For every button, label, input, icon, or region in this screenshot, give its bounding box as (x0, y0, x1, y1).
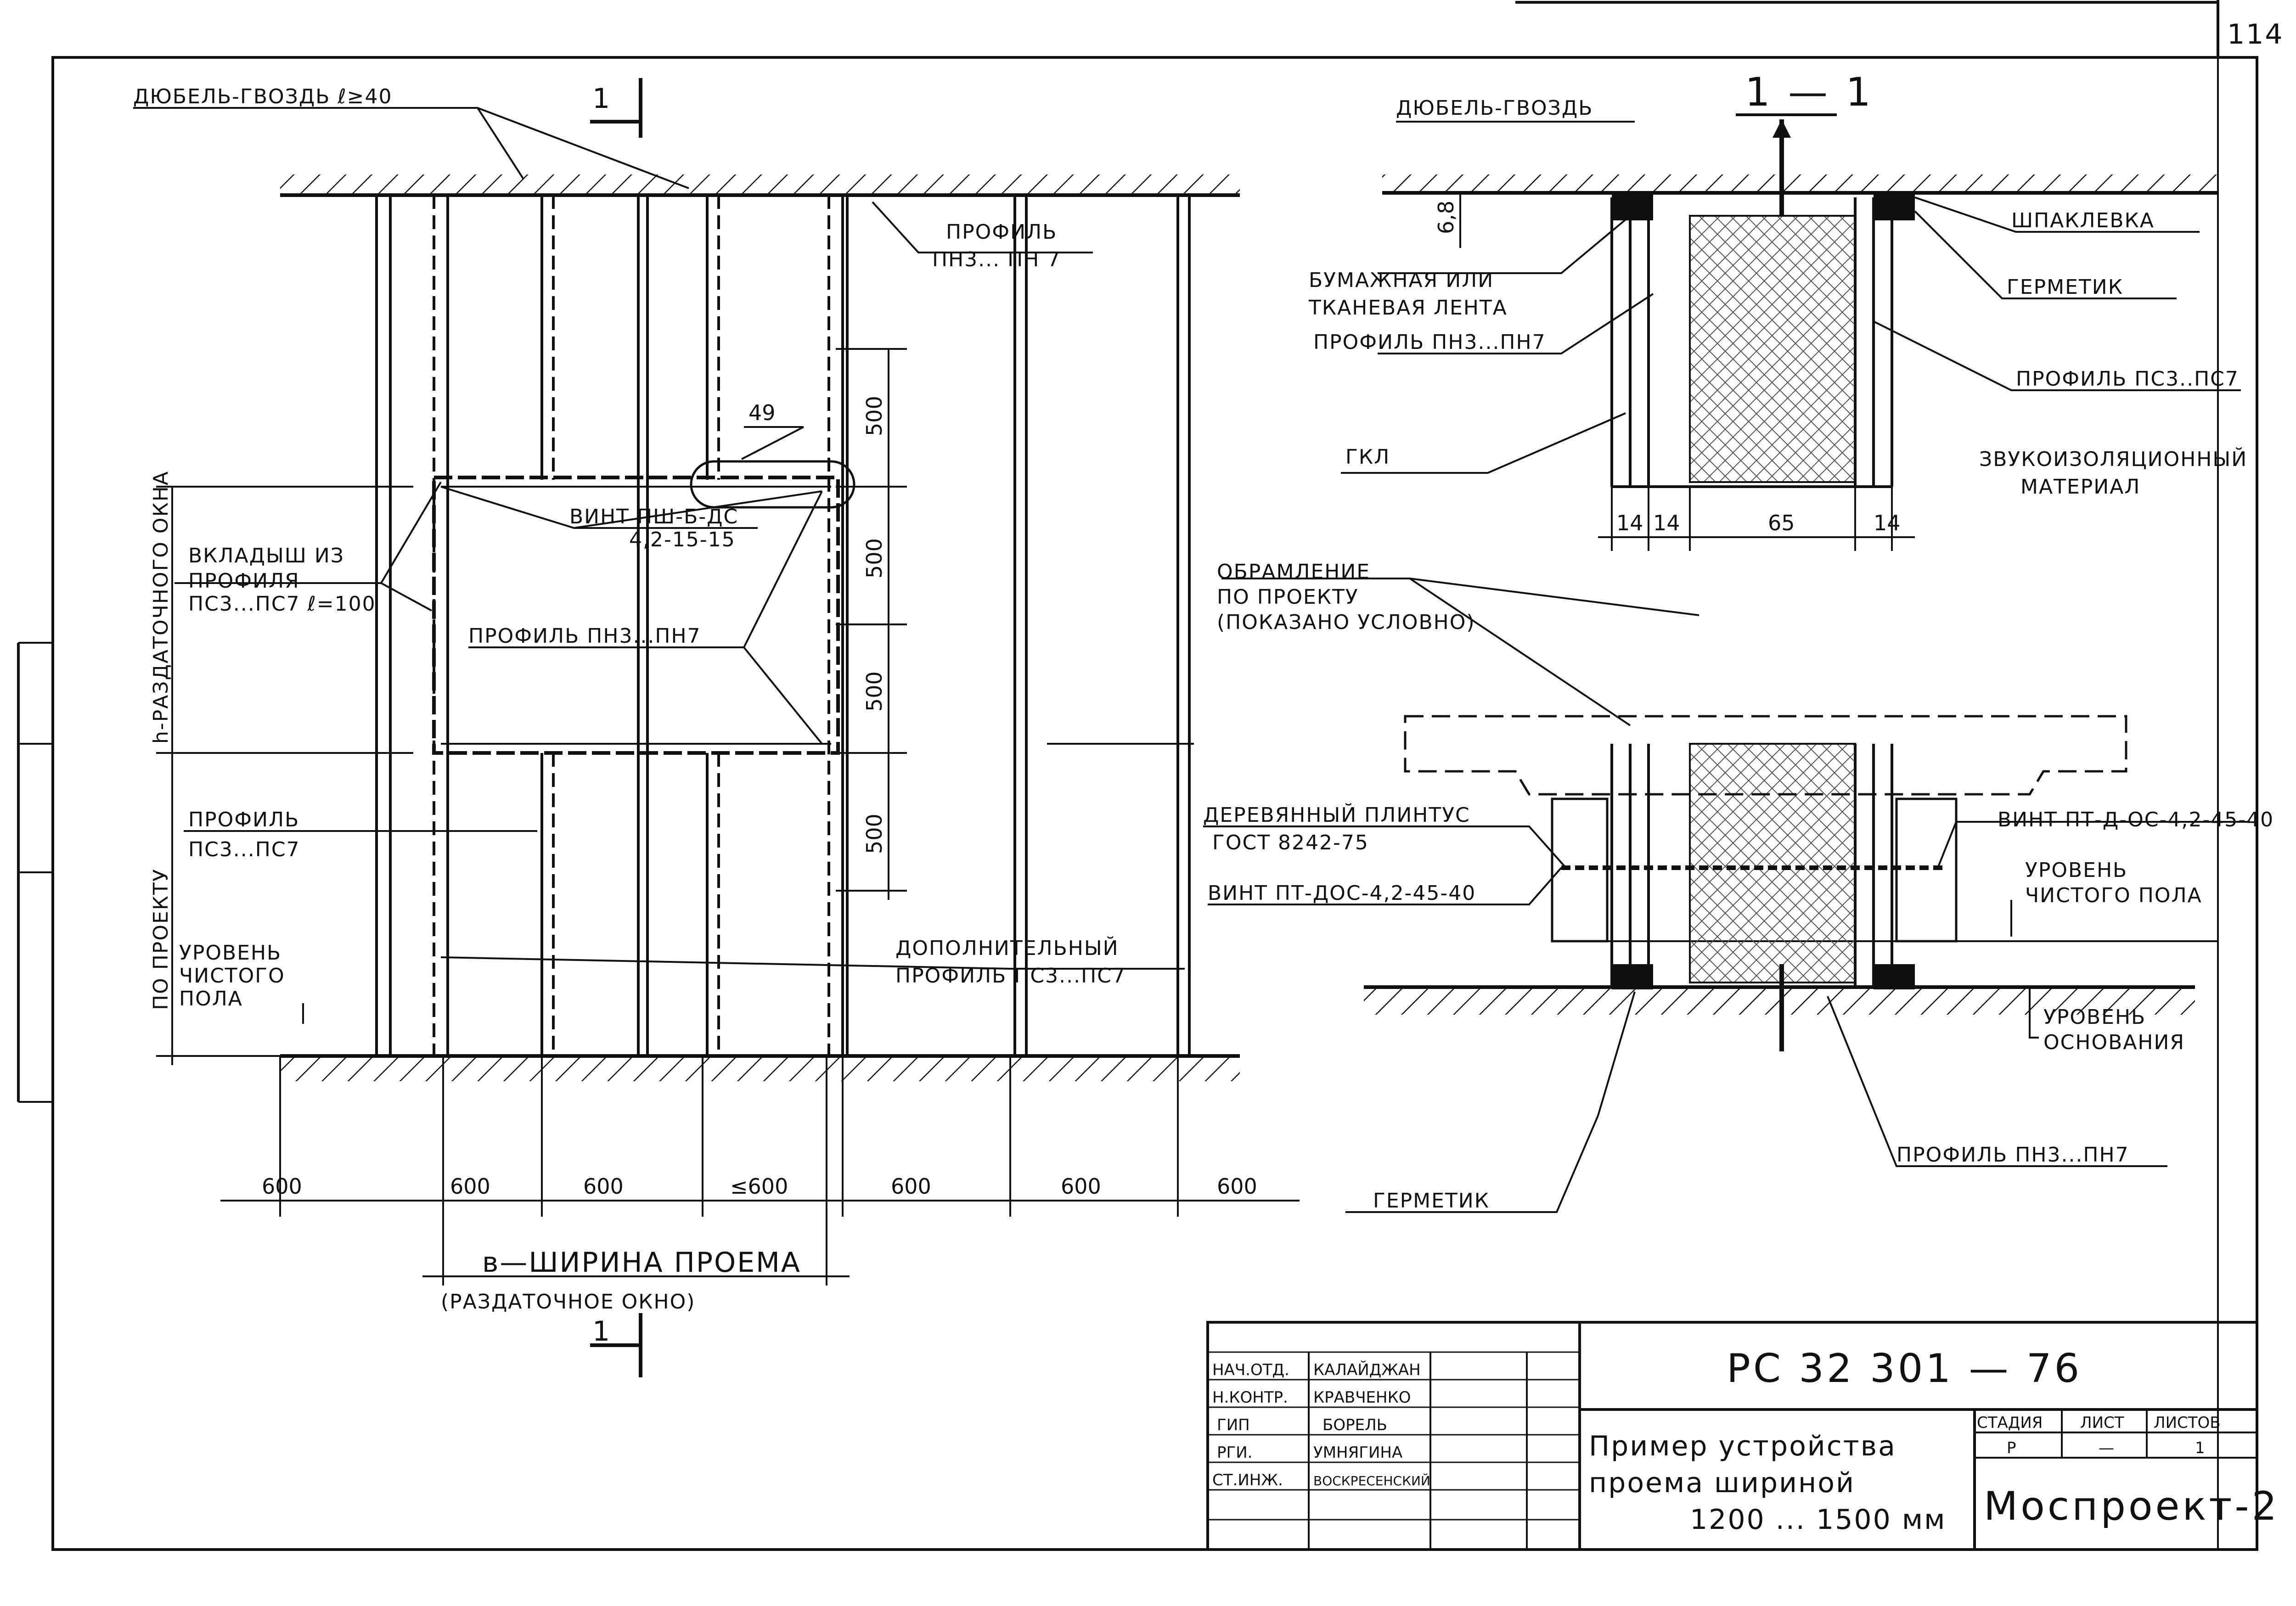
vdim-2: 500 (862, 538, 887, 578)
insert-label-1: ВКЛАДЫШ ИЗ (188, 544, 344, 567)
tb-title-3: 1200 ... 1500 мм (1690, 1504, 1946, 1536)
profile-top-label: ПРОФИЛЬ (946, 220, 1057, 244)
section-profile-bottom: ПРОФИЛЬ ПН3...ПН7 (1896, 1143, 2129, 1167)
section-sealant-bottom: ГЕРМЕТИК (1373, 1189, 1490, 1213)
sdim-2: 14 (1653, 511, 1680, 535)
section-tape-1: БУМАЖНАЯ ИЛИ (1309, 269, 1494, 292)
tb-name-2: КРАВЧЕНКО (1313, 1388, 1411, 1407)
tb-val-sheets: 1 (2195, 1439, 2205, 1457)
section-floor-2: ЧИСТОГО ПОЛА (2025, 884, 2202, 907)
floor-label-1: УРОВЕНЬ (179, 941, 281, 965)
tb-name-4: УМНЯГИНА (1313, 1443, 1402, 1462)
tb-role-3: ГИП (1217, 1416, 1250, 1434)
section-sealant: ГЕРМЕТИК (2007, 275, 2123, 299)
vdim-1: 500 (862, 396, 887, 436)
section-gkl: ГКЛ (1345, 445, 1390, 469)
section-insulation-1: ЗВУКОИЗОЛЯЦИОННЫЙ (1979, 447, 2247, 471)
project-label: ПО ПРОЕКТУ (149, 868, 173, 1010)
section-mark-bottom: 1 (592, 1315, 611, 1348)
screw-label-1: ВИНТ ПШ-Б-ДС (569, 505, 738, 528)
floor-label-2: ЧИСТОГО (179, 964, 285, 988)
section-framing-1: ОБРАМЛЕНИЕ (1217, 560, 1370, 584)
hdim-2: 600 (450, 1174, 490, 1199)
tb-title-2: проема шириной (1589, 1467, 1855, 1499)
tb-role-1: НАЧ.ОТД. (1212, 1361, 1289, 1379)
tb-org: Моспроект-2 (1984, 1483, 2279, 1529)
section-floor-1: УРОВЕНЬ (2025, 859, 2127, 882)
tb-role-2: Н.КОНТР. (1212, 1388, 1288, 1407)
insert-label-2: ПРОФИЛЯ (188, 569, 300, 593)
tb-name-5: ВОСКРЕСЕНСКИЙ (1313, 1473, 1430, 1488)
section-profile-ps: ПРОФИЛЬ ПС3..ПС7 (2016, 367, 2239, 391)
sheet-frame (17, 0, 2258, 1551)
sdim-1: 14 (1616, 511, 1643, 535)
tb-val-stage: Р (2007, 1439, 2016, 1457)
callout-49: 49 (748, 400, 776, 425)
section-framing-2: ПО ПРОЕКТУ (1217, 585, 1359, 609)
width-label: в—ШИРИНА ПРОЕМА (482, 1247, 801, 1279)
section-framing-3: (ПОКАЗАНО УСЛОВНО) (1217, 611, 1475, 634)
elevation-view: 49 500 500 500 500 h-РАЗДАТОЧНОГО ОКНА П… (133, 78, 1300, 1377)
hdim-1: 600 (262, 1174, 302, 1199)
tb-name-3: БОРЕЛЬ (1322, 1416, 1387, 1434)
tb-title-1: Пример устройства (1589, 1430, 1896, 1462)
vdim-4: 500 (862, 814, 887, 854)
profile-ps-label: ПРОФИЛЬ (188, 808, 299, 831)
sdim-68: 6,8 (1434, 201, 1458, 234)
section-putty: ШПАКЛЕВКА (2011, 209, 2155, 232)
profile-ps-label-2: ПС3...ПС7 (188, 838, 300, 861)
hdim-3: 600 (583, 1174, 624, 1199)
height-label: h-РАЗДАТОЧНОГО ОКНА (149, 471, 173, 744)
section-plinth-2: ГОСТ 8242-75 (1212, 831, 1369, 854)
section-screw-right: ВИНТ ПТ-Д-ОС-4,2-45-40 (1998, 808, 2274, 831)
section-base-1: УРОВЕНЬ (2043, 1005, 2146, 1029)
title-block (1206, 1321, 2258, 1551)
tb-col-sheet: ЛИСТ (2080, 1414, 2124, 1432)
profile-top-label-2: ПН3... ПН 7 (932, 248, 1061, 271)
floor-label-3: ПОЛА (179, 987, 243, 1011)
hdim-6: 600 (1061, 1174, 1101, 1199)
section-tape-2: ТКАНЕВАЯ ЛЕНТА (1308, 296, 1508, 320)
tb-val-sheet: — (2099, 1439, 2114, 1457)
hdim-7: 600 (1217, 1174, 1257, 1199)
section-insulation-2: МАТЕРИАЛ (2020, 475, 2140, 499)
section-plinth-1: ДЕРЕВЯННЫЙ ПЛИНТУС (1203, 803, 1470, 827)
hdim-4: ≤600 (730, 1174, 788, 1199)
section-screw-left: ВИНТ ПТ-ДОС-4,2-45-40 (1208, 882, 1476, 905)
tb-role-4: РГИ. (1217, 1443, 1252, 1462)
vdim-3: 500 (862, 671, 887, 712)
width-label-2: (РАЗДАТОЧНОЕ ОКНО) (441, 1290, 695, 1314)
hdim-5: 600 (891, 1174, 931, 1199)
sheet-number: 114 (2227, 18, 2284, 51)
section-dowel: ДЮБЕЛЬ-ГВОЗДЬ (1396, 96, 1593, 120)
additional-label-1: ДОПОЛНИТЕЛЬНЫЙ (895, 936, 1119, 960)
insert-label-3: ПС3...ПС7 ℓ=100 (188, 592, 376, 616)
profile-mid-label: ПРОФИЛЬ ПН3...ПН7 (468, 624, 701, 648)
tb-role-5: СТ.ИНЖ. (1212, 1471, 1283, 1489)
tb-col-sheets: ЛИСТОВ (2154, 1414, 2221, 1432)
section-title: 1 — 1 (1745, 69, 1874, 115)
section-view: 1 — 1 (1203, 69, 2274, 1213)
additional-label-2: ПРОФИЛЬ ПС3...ПС7 (895, 964, 1126, 988)
tb-name-1: КАЛАЙДЖАН (1313, 1360, 1421, 1379)
section-mark-top: 1 (592, 83, 611, 115)
section-base-2: ОСНОВАНИЯ (2043, 1031, 2185, 1054)
sdim-4: 14 (1874, 511, 1901, 535)
tb-code: РС 32 301 — 76 (1727, 1346, 2082, 1392)
dowel-label: ДЮБЕЛЬ-ГВОЗДЬ ℓ≥40 (133, 85, 392, 108)
section-profile-pn: ПРОФИЛЬ ПН3...ПН7 (1313, 331, 1546, 354)
screw-label-2: 4,2-15-15 (629, 528, 736, 551)
sdim-3: 65 (1768, 511, 1795, 535)
tb-col-stage: СТАДИЯ (1977, 1414, 2043, 1432)
